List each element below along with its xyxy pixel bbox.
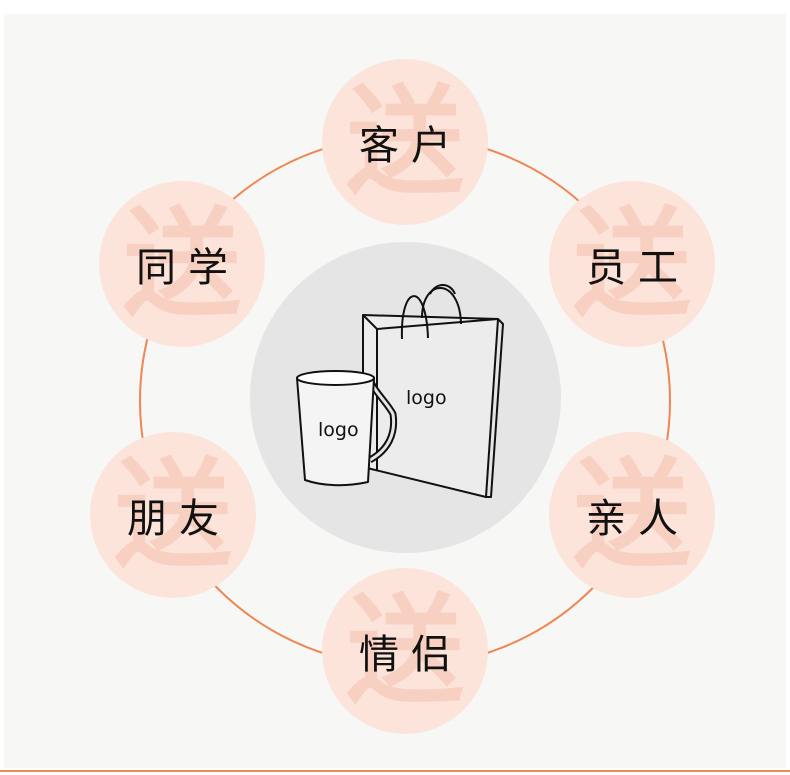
mug-icon xyxy=(296,370,398,487)
bottom-divider xyxy=(0,770,790,772)
gift-watermark: 送 xyxy=(122,195,241,333)
gift-products-illustration: logo logo xyxy=(296,284,504,498)
gift-watermark: 送 xyxy=(572,195,691,333)
node-label-employee: 员工 xyxy=(586,245,690,291)
mug-logo-text: logo xyxy=(318,419,359,441)
node-couple[interactable]: 送 情侣 xyxy=(322,568,488,734)
node-employee[interactable]: 送 员工 xyxy=(549,181,715,347)
node-friend[interactable]: 送 朋友 xyxy=(90,432,256,598)
bag-logo-text: logo xyxy=(406,387,447,409)
gift-watermark: 送 xyxy=(345,582,464,720)
node-label-classmate: 同学 xyxy=(136,245,240,291)
node-label-couple: 情侣 xyxy=(359,632,463,678)
node-family[interactable]: 送 亲人 xyxy=(549,432,715,598)
node-customer[interactable]: 送 客户 xyxy=(322,59,488,225)
gift-watermark: 送 xyxy=(113,446,232,584)
gift-watermark: 送 xyxy=(572,446,691,584)
node-label-friend: 朋友 xyxy=(127,496,231,542)
node-label-customer: 客户 xyxy=(359,123,463,169)
node-classmate[interactable]: 送 同学 xyxy=(99,181,265,347)
node-label-family: 亲人 xyxy=(586,496,690,542)
shopping-bag-icon xyxy=(362,284,504,498)
gift-watermark: 送 xyxy=(345,73,464,211)
